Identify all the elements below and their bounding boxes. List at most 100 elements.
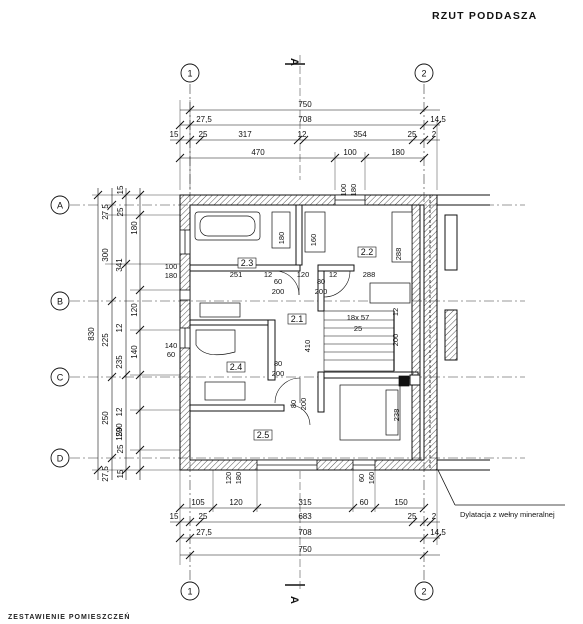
door-swing-lower (289, 404, 311, 426)
bottom-dim-25: 25 (199, 512, 208, 521)
top-dim-25: 25 (199, 130, 208, 139)
win-left-24-h: 60 (167, 350, 175, 359)
stairs-width: 25 (354, 324, 362, 333)
counter-24 (199, 302, 241, 318)
axis-bubble-A (50, 195, 70, 215)
bottom-dim-27-5: 27,5 (196, 528, 212, 537)
left-dim-25-bottom: 25 (116, 444, 125, 453)
left-dim-15-top: 15 (116, 185, 125, 194)
vanity-22 (304, 211, 326, 253)
win-bottom-2-w: 60 (357, 474, 366, 482)
stairs-count: 18x 57 (347, 313, 370, 322)
left-dim-341: 341 (115, 258, 124, 272)
left-dim-235: 235 (115, 355, 124, 369)
corner-bath-24 (195, 329, 236, 356)
axis-bubble-2-bottom (414, 581, 434, 601)
door-23-h: 200 (272, 287, 285, 296)
door-22-w: 80 (317, 277, 325, 286)
top-dim-708: 708 (298, 115, 312, 124)
room-2-1-id: 2.1 (291, 314, 304, 324)
top-dim-317: 317 (238, 130, 252, 139)
left-dim-120: 120 (130, 303, 139, 317)
bottom-dim-60: 60 (360, 498, 369, 507)
door-swing-22 (323, 270, 351, 298)
plan-title: RZUT PODDASZA (432, 10, 538, 22)
top-dim-27-5: 27,5 (196, 115, 212, 124)
top-dim-14-5: 14,5 (430, 115, 446, 124)
win-bottom-1-h: 180 (234, 472, 243, 485)
bottom-dim-14-5: 14,5 (430, 528, 446, 537)
win-top-h: 180 (349, 184, 358, 197)
axis-bubble-B (50, 291, 70, 311)
room-2-3-id: 2.3 (241, 258, 254, 268)
room-2-1-length: 410 (303, 340, 312, 353)
small-12-right: 12 (329, 270, 337, 279)
axis-label-1-bottom: 1 (187, 587, 192, 597)
win-left-24-w: 140 (165, 341, 178, 350)
top-dim-25b: 25 (408, 130, 417, 139)
wc-160: 160 (309, 234, 318, 247)
fixtures (194, 211, 413, 441)
small-12-left: 12 (264, 270, 272, 279)
left-dimension-texts: 830 27,5 300 225 250 27,5 341 235 290 15… (87, 185, 139, 482)
section-marker-bottom: A (285, 460, 305, 604)
door-swing-25 (274, 377, 301, 404)
left-dim-15-bottom: 15 (116, 469, 125, 478)
axis-bubbles (50, 63, 434, 601)
bottom-dim-105: 105 (191, 498, 205, 507)
section-label-top: A (288, 58, 300, 66)
axis-label-1-top: 1 (187, 69, 192, 79)
left-dim-225: 225 (101, 333, 110, 347)
top-dim-12: 12 (298, 130, 307, 139)
dilatation-note: Dylatacja z wełny mineralnej (460, 510, 555, 519)
section-marker-top: A (285, 55, 305, 180)
bottom-dim-120: 120 (229, 498, 243, 507)
door-23-w: 60 (274, 277, 282, 286)
left-dim-150: 150 (115, 427, 124, 441)
left-dim-25-top: 25 (116, 207, 125, 216)
bottom-dim-315: 315 (298, 498, 312, 507)
room-2-2-id: 2.2 (361, 247, 374, 257)
left-dim-180: 180 (130, 221, 139, 235)
win-top-w: 100 (339, 184, 348, 197)
axis-bubble-C (50, 367, 70, 387)
axis-label-2-top: 2 (421, 69, 426, 79)
bottom-caption: ZESTAWIENIE POMIESZCZEŃ (8, 614, 131, 621)
top-dim-2: 2 (432, 130, 437, 139)
chimney (398, 375, 410, 387)
neighbor-building (437, 194, 490, 471)
shower-180: 180 (277, 232, 286, 245)
left-dim-830: 830 (87, 327, 96, 341)
top-dimension-texts: 750 27,5 708 14,5 15 25 317 12 354 25 2 … (170, 100, 447, 157)
win-left-23-w: 100 (165, 262, 178, 271)
left-dim-290: 290 (115, 423, 124, 437)
left-dim-140: 140 (130, 345, 139, 359)
door-24-w: 80 (274, 359, 282, 368)
axis-label-A: A (57, 201, 63, 211)
left-dim-27-5-top: 27,5 (101, 204, 110, 220)
win-left-23-h: 180 (165, 271, 178, 280)
top-dim-470: 470 (251, 148, 265, 157)
door-25-w: 80 (289, 400, 298, 408)
top-dim-354: 354 (353, 130, 367, 139)
left-dimension-lines (92, 188, 185, 480)
room-2-5-id: 2.5 (257, 430, 270, 440)
top-dim-750: 750 (298, 100, 312, 109)
bathtub-22 (369, 282, 411, 304)
axis-label-2-bottom: 2 (421, 587, 426, 597)
bottom-dim-750: 750 (298, 545, 312, 554)
axis-bubble-1-bottom (180, 581, 200, 601)
win-bottom-1-w: 120 (224, 472, 233, 485)
section-label-bottom: A (288, 596, 300, 604)
room-2-2-width: 288 (363, 270, 376, 279)
opening-annotations: 100 180 100 180 140 60 60 200 80 200 80 … (165, 184, 403, 485)
washer-24 (204, 381, 246, 401)
bed-238: 238 (392, 409, 401, 422)
stair-rail-200: 200 (391, 334, 400, 347)
windows (179, 194, 376, 471)
bottom-dim-683: 683 (298, 512, 312, 521)
axis-label-C: C (57, 373, 64, 383)
bottom-dim-25b: 25 (408, 512, 417, 521)
top-dim-15: 15 (170, 130, 179, 139)
